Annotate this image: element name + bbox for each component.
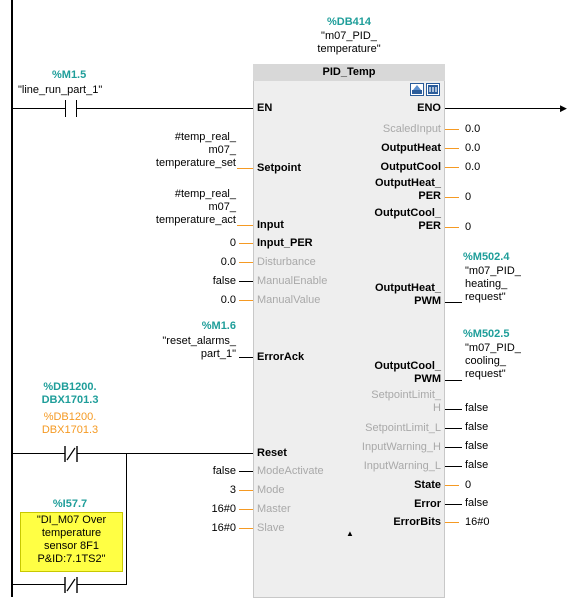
eno-arrow-icon: ▶ bbox=[560, 103, 567, 113]
pin-setpoint-limit-l: SetpointLimit_L bbox=[365, 422, 441, 434]
pin-input-warning-l: InputWarning_L bbox=[363, 460, 441, 472]
rung-line-eno bbox=[445, 108, 565, 109]
error-ack-operand[interactable]: "reset_alarms_ part_1" bbox=[162, 335, 236, 360]
rung-line-en-left bbox=[13, 108, 65, 109]
pin-master: Master bbox=[257, 503, 291, 515]
block-header bbox=[253, 64, 445, 81]
pin-mode-activate: ModeActivate bbox=[257, 465, 324, 477]
pin-output-cool-pwm: OutputCool_ PWM bbox=[374, 360, 441, 385]
reset-contact-1[interactable] bbox=[64, 446, 78, 462]
manual-enable-value[interactable]: false bbox=[212, 275, 236, 287]
pin-output-heat: OutputHeat bbox=[381, 142, 441, 154]
master-value[interactable]: 16#0 bbox=[211, 503, 236, 515]
pin-disturbance: Disturbance bbox=[257, 256, 316, 268]
error-bits-value[interactable]: 16#0 bbox=[465, 516, 490, 528]
pid-commissioning-icon[interactable] bbox=[426, 83, 440, 96]
setpoint-limit-l-value[interactable]: false bbox=[465, 421, 489, 433]
pin-scaled-input: ScaledInput bbox=[382, 123, 441, 135]
setpoint-operand[interactable]: #temp_real_ m07_ temperature_set bbox=[155, 131, 236, 169]
pin-error: Error bbox=[414, 498, 441, 510]
scaled-input-value[interactable]: 0.0 bbox=[465, 123, 481, 135]
reset-rung-right bbox=[77, 453, 253, 454]
en-contact-right-bar[interactable] bbox=[76, 100, 77, 117]
reset-contact-2-address[interactable]: %I57.7 bbox=[52, 498, 88, 510]
mode-activate-value[interactable]: false bbox=[212, 465, 236, 477]
pin-output-cool: OutputCool bbox=[380, 161, 441, 173]
slave-value[interactable]: 16#0 bbox=[211, 522, 236, 534]
input-warning-h-value[interactable]: false bbox=[465, 440, 489, 452]
pin-setpoint-limit-h: SetpointLimit_ H bbox=[371, 389, 441, 414]
output-heat-pwm-address[interactable]: %M502.4 bbox=[463, 251, 510, 263]
reset-branch-vertical bbox=[126, 453, 127, 585]
disturbance-value[interactable]: 0.0 bbox=[220, 256, 236, 268]
block-title[interactable]: PID_Temp bbox=[322, 66, 376, 78]
pin-reset: Reset bbox=[257, 447, 287, 459]
mode-value[interactable]: 3 bbox=[229, 484, 236, 496]
pin-output-heat-per: OutputHeat_ PER bbox=[375, 177, 441, 202]
pin-output-heat-pwm: OutputHeat_ PWM bbox=[375, 282, 441, 307]
error-value[interactable]: false bbox=[465, 497, 489, 509]
input-warning-l-value[interactable]: false bbox=[465, 459, 489, 471]
en-contact-left-bar[interactable] bbox=[65, 100, 66, 117]
reset-contact-1-operand[interactable]: %DB1200. DBX1701.3 bbox=[41, 411, 99, 436]
input-per-value[interactable]: 0 bbox=[229, 237, 236, 249]
input-operand[interactable]: #temp_real_ m07_ temperature_act bbox=[155, 188, 236, 226]
pid-temp-block[interactable] bbox=[253, 64, 445, 598]
reset-contact-2-operand[interactable]: "DI_M07 Over temperature sensor 8F1 P&ID… bbox=[36, 514, 107, 565]
collapse-arrow-icon[interactable]: ▲ bbox=[346, 529, 354, 538]
en-contact-address[interactable]: %M1.5 bbox=[52, 69, 87, 81]
pin-input-per: Input_PER bbox=[257, 237, 313, 249]
reset-contact-1-address[interactable]: %DB1200. DBX1701.3 bbox=[41, 381, 99, 406]
output-cool-per-value[interactable]: 0 bbox=[465, 221, 472, 233]
pin-input: Input bbox=[257, 219, 284, 231]
output-heat-per-value[interactable]: 0 bbox=[465, 191, 472, 203]
pin-input-warning-h: InputWarning_H bbox=[361, 441, 441, 453]
output-cool-pwm-address[interactable]: %M502.5 bbox=[463, 328, 510, 340]
output-cool-pwm-operand[interactable]: "m07_PID_ cooling_ request" bbox=[465, 342, 521, 380]
pin-error-ack: ErrorAck bbox=[257, 351, 305, 363]
pin-setpoint: Setpoint bbox=[257, 162, 301, 174]
output-cool-value[interactable]: 0.0 bbox=[465, 161, 481, 173]
reset-rung-left bbox=[13, 453, 65, 454]
en-contact-operand[interactable]: "line_run_part_1" bbox=[18, 84, 103, 96]
pin-error-bits: ErrorBits bbox=[393, 516, 441, 528]
instance-db-name[interactable]: "m07_PID_ temperature" bbox=[317, 30, 381, 55]
reset-branch-bottom-right bbox=[77, 584, 127, 585]
block-info-icon[interactable] bbox=[410, 83, 424, 96]
pin-eno: ENO bbox=[417, 102, 441, 114]
pin-output-cool-per: OutputCool_ PER bbox=[374, 207, 441, 232]
pin-manual-value: ManualValue bbox=[257, 294, 321, 306]
state-value[interactable]: 0 bbox=[465, 479, 472, 491]
rung-line-en-right bbox=[77, 108, 253, 109]
pin-state: State bbox=[414, 479, 441, 491]
reset-contact-2-comment-box[interactable] bbox=[20, 512, 123, 572]
instance-db-address[interactable]: %DB414 bbox=[326, 16, 372, 28]
output-heat-pwm-operand[interactable]: "m07_PID_ heating_ request" bbox=[465, 265, 521, 303]
pin-en: EN bbox=[257, 102, 273, 114]
setpoint-limit-h-value[interactable]: false bbox=[465, 402, 489, 414]
pin-slave: Slave bbox=[257, 522, 285, 534]
pin-manual-enable: ManualEnable bbox=[257, 275, 328, 287]
output-heat-value[interactable]: 0.0 bbox=[465, 142, 481, 154]
error-ack-address[interactable]: %M1.6 bbox=[201, 320, 236, 332]
reset-branch-bottom-left bbox=[13, 584, 65, 585]
manual-value-value[interactable]: 0.0 bbox=[220, 294, 236, 306]
pin-mode: Mode bbox=[257, 484, 285, 496]
left-power-rail bbox=[11, 0, 13, 597]
reset-contact-2[interactable] bbox=[64, 577, 78, 593]
